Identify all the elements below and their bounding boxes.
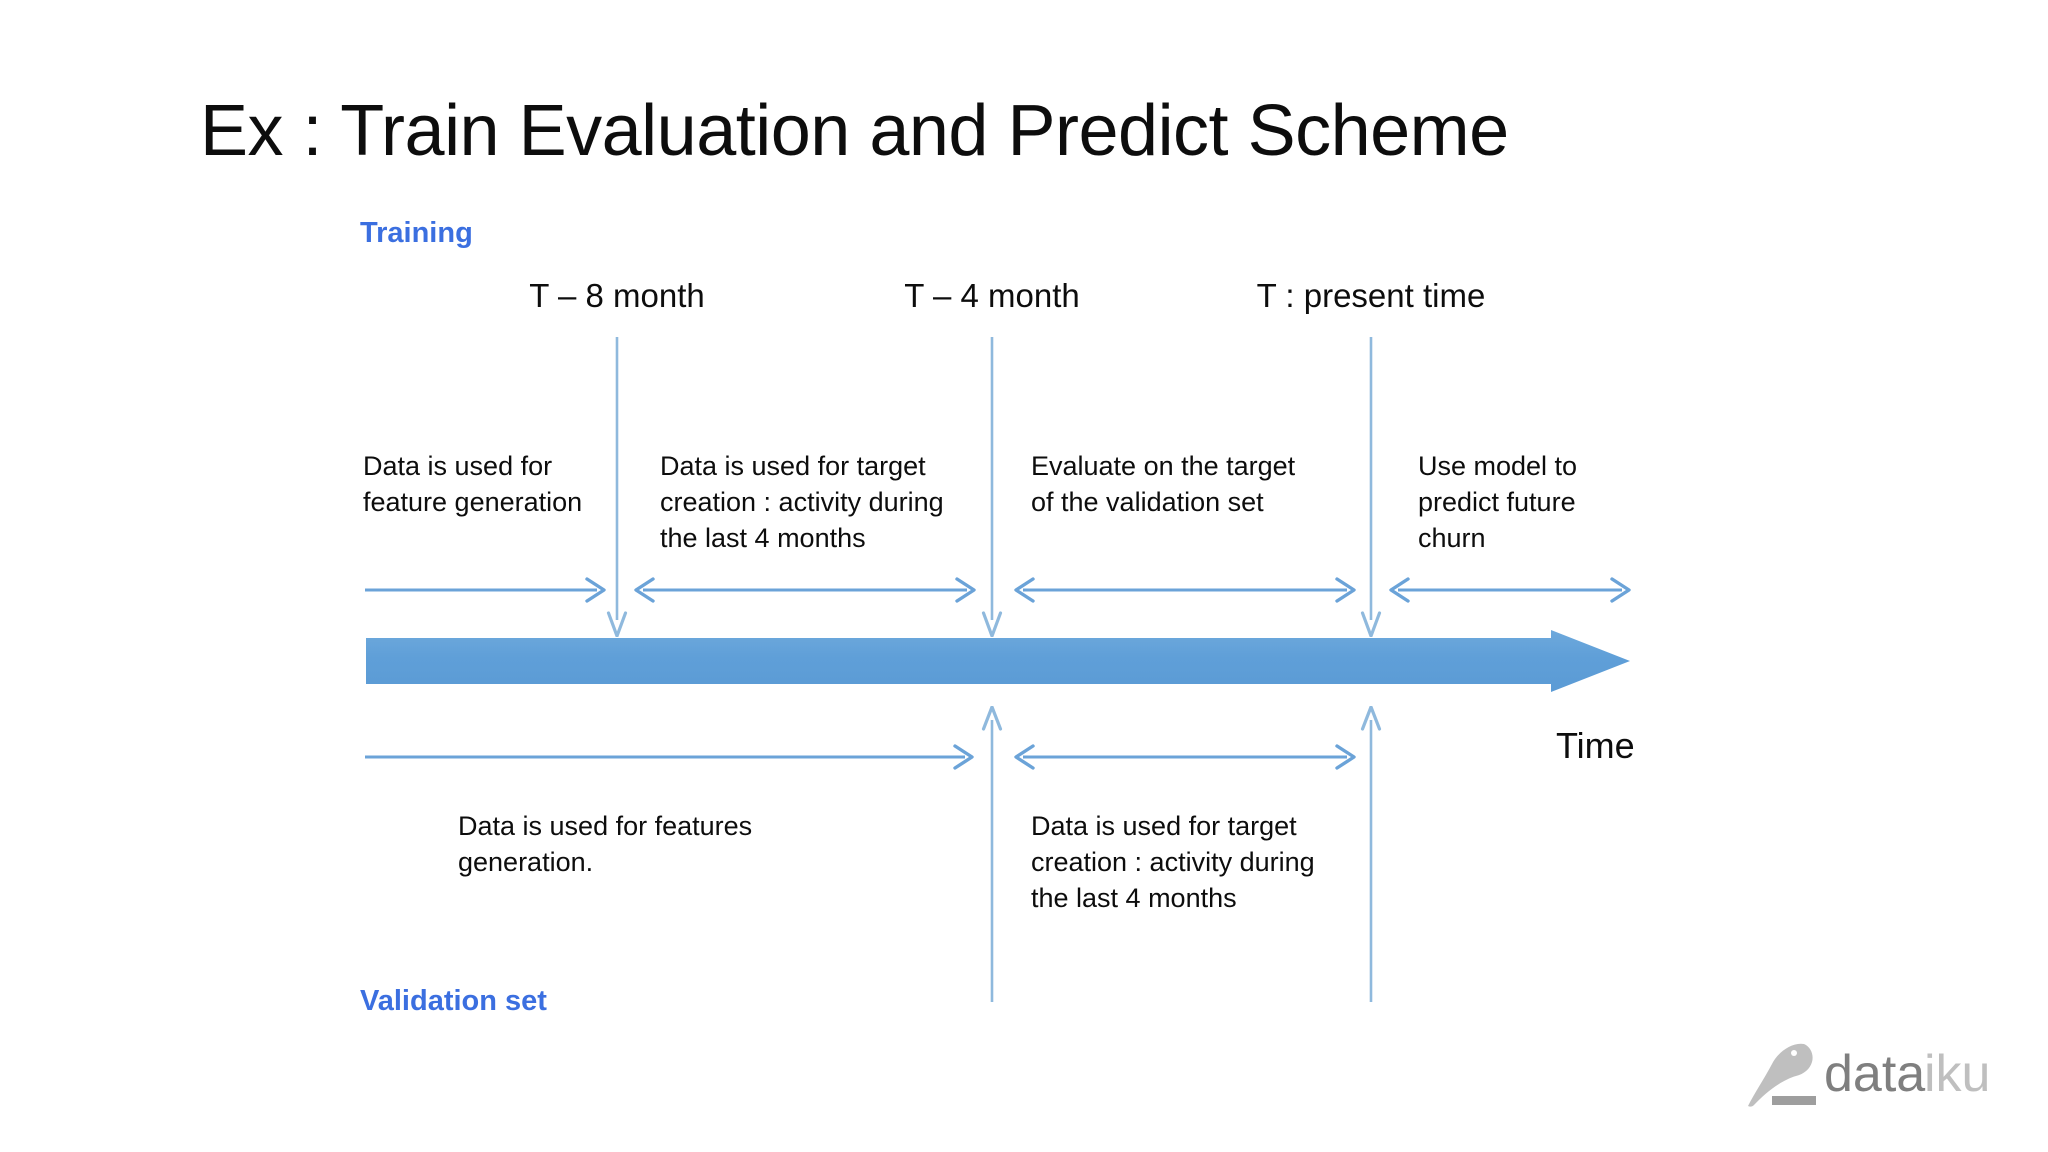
marker-line-t-minus-4-up: [979, 706, 1005, 1002]
note-training-evaluate-validation: Evaluate on the target of the validation…: [1031, 451, 1296, 517]
note-training-feature-generation: Data is used for feature generation: [363, 451, 583, 517]
note-validation-features-generation: Data is used for features generation.: [458, 811, 753, 877]
measure-arrow-training-2: [634, 573, 976, 607]
measure-arrow-training-4: [1389, 573, 1631, 607]
measure-arrow-training-3: [1014, 573, 1356, 607]
marker-line-t-present-down: [1358, 337, 1384, 637]
page-title: Ex : Train Evaluation and Predict Scheme: [200, 91, 1509, 171]
marker-line-t-present-up: [1358, 706, 1384, 1002]
marker-line-t-minus-8-down: [604, 337, 630, 637]
measure-arrow-validation-2: [1014, 740, 1356, 774]
logo-brand-secondary: iku: [1924, 1045, 1990, 1103]
dataiku-logo: data iku: [1748, 1036, 1998, 1114]
measure-arrow-validation-1: [365, 740, 974, 774]
note-training-predict-churn: Use model to predict future churn: [1418, 451, 1578, 553]
tick-label-t-present: T : present time: [1256, 277, 1486, 314]
measure-arrow-training-1: [365, 573, 606, 607]
time-axis-bar: [366, 630, 1630, 692]
note-training-target-creation: Data is used for target creation : activ…: [660, 451, 944, 553]
tick-label-t-minus-4: T – 4 month: [904, 277, 1080, 314]
logo-brand-primary: data: [1824, 1045, 1925, 1103]
time-axis-caption: Time: [1556, 725, 1635, 766]
section-label-training: Training: [360, 217, 473, 249]
section-label-validation: Validation set: [360, 985, 547, 1017]
bird-icon: [1748, 1043, 1813, 1107]
logo-underline: [1772, 1096, 1816, 1105]
tick-label-t-minus-8: T – 8 month: [529, 277, 705, 314]
note-validation-target-creation: Data is used for target creation : activ…: [1031, 811, 1315, 913]
marker-line-t-minus-4-down: [979, 337, 1005, 637]
